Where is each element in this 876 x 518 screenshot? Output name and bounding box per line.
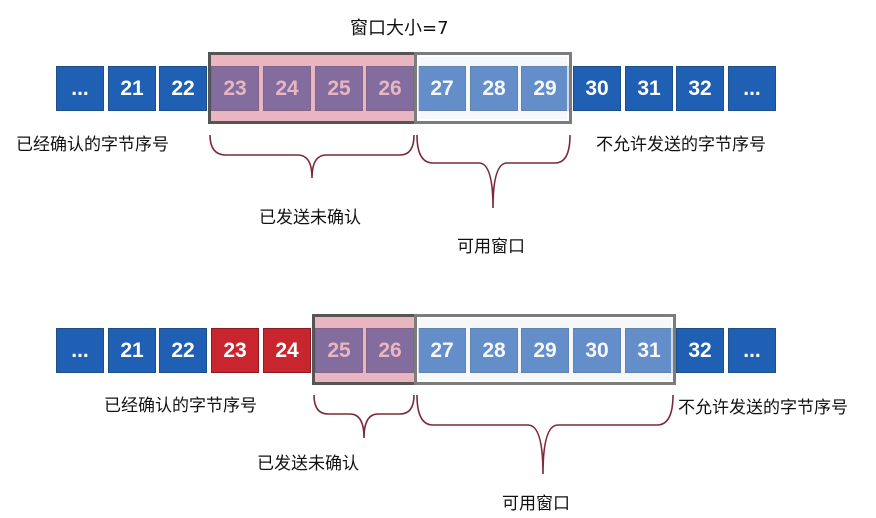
byte-cell: 27 (418, 66, 466, 111)
byte-cell: 30 (573, 328, 621, 373)
usable-window-label-2: 可用窗口 (502, 494, 570, 514)
byte-cell: 24 (263, 328, 311, 373)
byte-cell: ... (728, 66, 776, 111)
acked-label-1: 已经确认的字节序号 (16, 135, 169, 155)
byte-cell: 22 (159, 66, 207, 111)
sent-unacked-label-1: 已发送未确认 (259, 208, 361, 228)
byte-cell: 22 (159, 328, 207, 373)
byte-cell: 29 (521, 328, 569, 373)
byte-cell: 32 (676, 328, 724, 373)
byte-cell: 29 (521, 66, 569, 111)
byte-cell: ... (56, 66, 104, 111)
byte-cell: 31 (625, 66, 673, 111)
byte-cell: 21 (108, 66, 156, 111)
byte-cell: 30 (573, 66, 621, 111)
brace-usable-window-1 (416, 134, 571, 209)
byte-cell: ... (728, 328, 776, 373)
brace-sent-unacked-2 (313, 394, 415, 439)
sent-unacked-label-2: 已发送未确认 (257, 454, 359, 474)
byte-cell: 28 (470, 66, 518, 111)
brace-usable-window-2 (416, 394, 674, 475)
byte-cell: 27 (418, 328, 466, 373)
byte-cell: 21 (108, 328, 156, 373)
usable-window-label-1: 可用窗口 (457, 237, 525, 257)
window-size-title: 窗口大小=7 (350, 18, 449, 39)
byte-cell: 31 (625, 328, 673, 373)
acked-label-2: 已经确认的字节序号 (104, 396, 257, 416)
byte-cell: 28 (470, 328, 518, 373)
byte-cell: 23 (211, 328, 259, 373)
byte-cell: 32 (676, 66, 724, 111)
brace-sent-unacked-1 (209, 134, 415, 179)
byte-cell: ... (56, 328, 104, 373)
not-allowed-label-2: 不允许发送的字节序号 (678, 398, 848, 418)
not-allowed-label-1: 不允许发送的字节序号 (596, 135, 766, 155)
